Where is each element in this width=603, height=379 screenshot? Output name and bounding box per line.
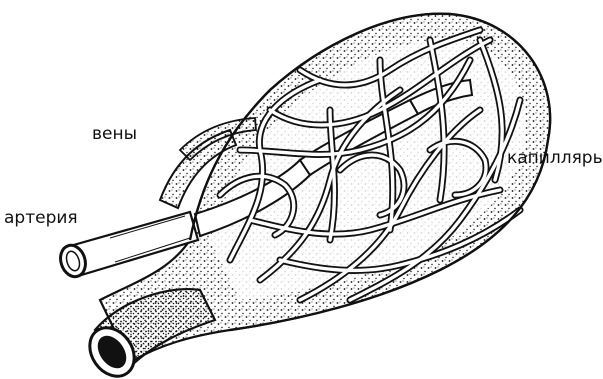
capillaries-label: капилляры xyxy=(507,150,603,167)
artery-label: артерия xyxy=(4,210,78,227)
veins-label: вены xyxy=(92,126,137,143)
